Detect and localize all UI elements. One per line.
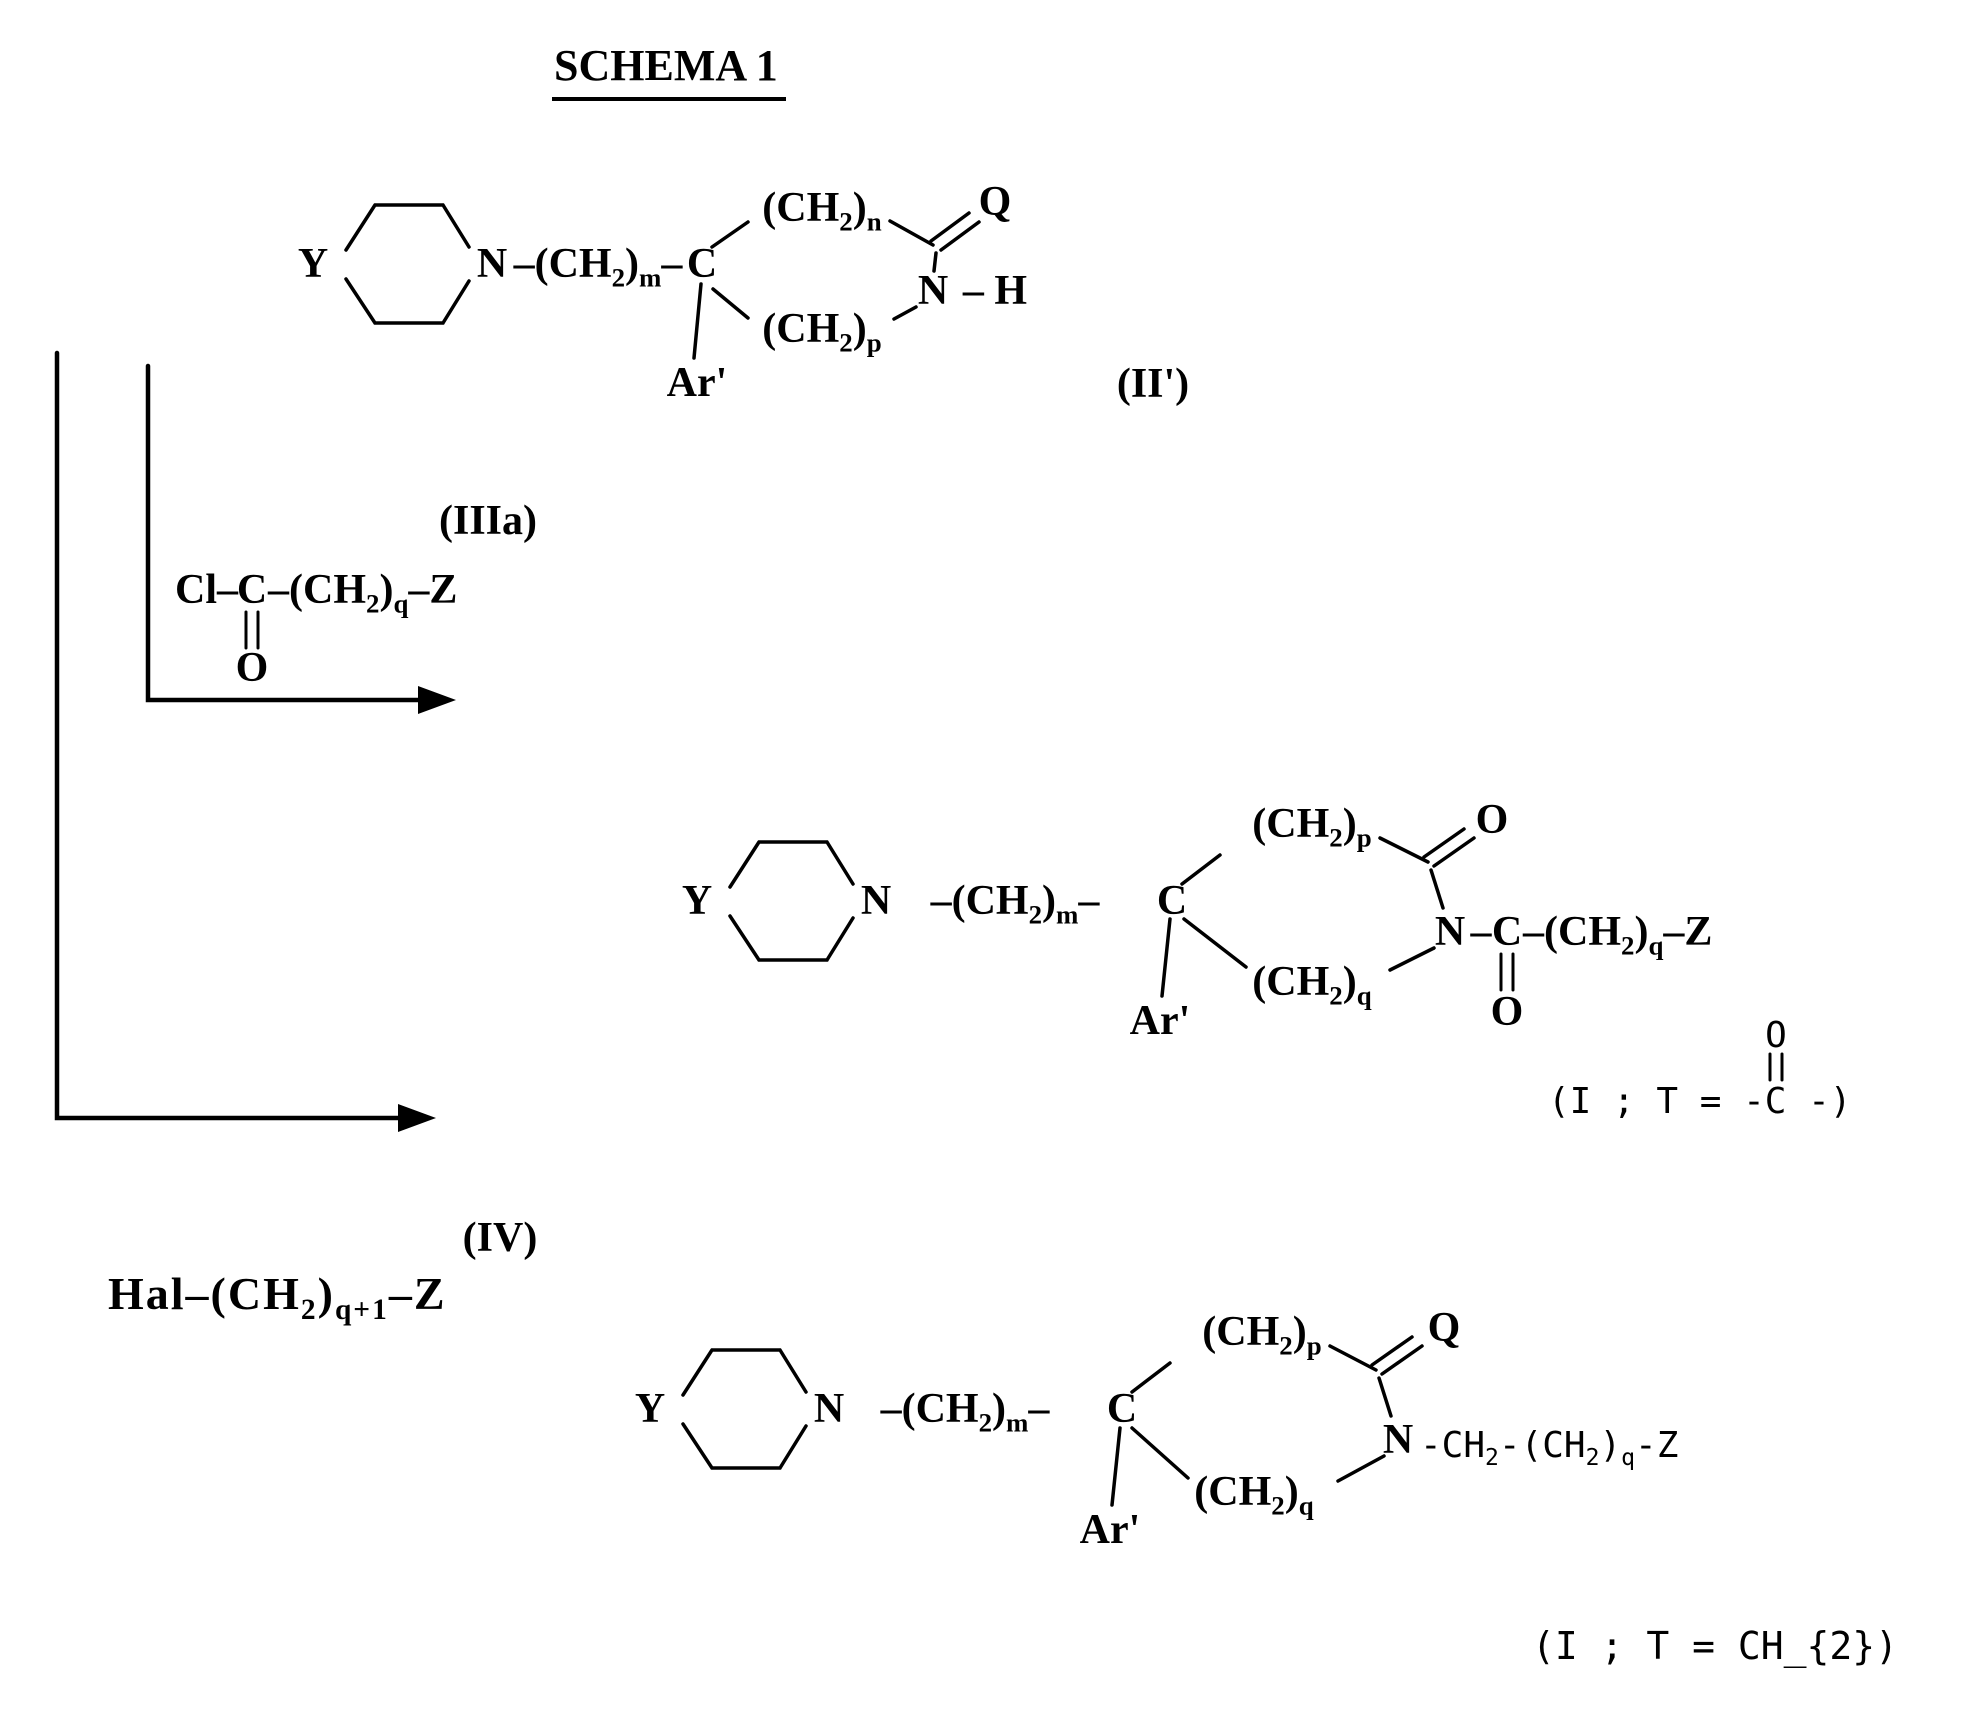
- product-alkyl-chain-q: (CH2)q: [1194, 1469, 1314, 1521]
- structure-ii-n-h: – H: [962, 268, 1028, 314]
- product-acyl-label: (I ; T = -C -): [1548, 1081, 1852, 1122]
- product-alkyl-y-atom: Y: [634, 1386, 666, 1432]
- product-alkyl-label: (I ; T = CH_{2}): [1532, 1624, 1899, 1668]
- product-acyl-bonds: [728, 827, 1515, 998]
- structure-ii-aryl: Ar': [666, 360, 728, 406]
- structure-ii-bonds: [344, 203, 981, 360]
- structure-ii-chain-m: –(CH2)m–: [513, 241, 683, 293]
- product-alkyl-chain-p: (CH2)p: [1202, 1309, 1322, 1361]
- product-alkyl-alkyl-chain: -CH2-(CH2)q-Z: [1420, 1425, 1679, 1472]
- product-acyl-acyl-o-atom: O: [1490, 989, 1524, 1035]
- product-alkyl-ring-n-atom: N: [813, 1386, 845, 1432]
- product-acyl-carbonyl-o: O: [1475, 797, 1509, 843]
- structure-ii-y-atom: Y: [297, 241, 329, 287]
- structure-ii-label: (II'): [1116, 361, 1190, 407]
- schema-title: SCHEMA 1: [552, 40, 786, 101]
- reagent-iiia-o-atom: O: [235, 645, 269, 691]
- product-alkyl-c-atom: C: [1106, 1386, 1138, 1432]
- product-acyl-label-o: O: [1765, 1015, 1787, 1056]
- product-acyl-acyl-chain: –(CH2)q–Z: [1523, 909, 1713, 961]
- reagent-iv-formula: Hal–(CH2)q+1–Z: [108, 1268, 447, 1327]
- product-acyl-chain-q: (CH2)q: [1252, 959, 1372, 1011]
- structure-ii-chain-n: (CH2)n: [762, 185, 882, 237]
- product-alkyl-bonds: [681, 1335, 1424, 1507]
- product-alkyl-lactam-n-atom: N: [1382, 1417, 1414, 1463]
- reagent-iiia-label: (IIIa): [438, 498, 538, 544]
- product-alkyl-chain-m: –(CH2)m–: [880, 1386, 1050, 1438]
- product-alkyl-carbonyl-q: Q: [1427, 1305, 1461, 1351]
- product-acyl-ring-n-atom: N: [860, 878, 892, 924]
- product-acyl-chain-m: –(CH2)m–: [930, 878, 1100, 930]
- structure-ii-lactam-n-atom: N: [917, 268, 949, 314]
- reagent-iiia-c-atom: C: [236, 567, 268, 613]
- product-acyl-acyl-c-atom: C: [1491, 909, 1523, 955]
- product-acyl-chain-p: (CH2)p: [1252, 801, 1372, 853]
- product-acyl-n-c-bond-dash: –: [1470, 909, 1492, 955]
- structure-ii-ring-n-atom: N: [476, 241, 508, 287]
- reaction-arrows: [54, 350, 456, 1132]
- reagent-iv-label: (IV): [462, 1215, 538, 1261]
- structure-ii-c-atom: C: [686, 241, 718, 287]
- structure-ii-chain-p: (CH2)p: [762, 306, 882, 358]
- product-acyl-aryl: Ar': [1129, 998, 1191, 1044]
- product-acyl-y-atom: Y: [681, 878, 713, 924]
- reagent-iiia-double-bond: [244, 610, 260, 650]
- product-acyl-c-atom: C: [1156, 878, 1188, 924]
- reagent-iiia-cl: Cl–: [175, 567, 238, 613]
- product-acyl-label-double-bond: [1768, 1052, 1784, 1082]
- product-alkyl-aryl: Ar': [1079, 1507, 1141, 1553]
- reagent-iiia-chain: –(CH2)q–Z: [268, 567, 458, 619]
- structure-ii-carbonyl-q: Q: [978, 179, 1012, 225]
- product-acyl-lactam-n-atom: N: [1434, 909, 1466, 955]
